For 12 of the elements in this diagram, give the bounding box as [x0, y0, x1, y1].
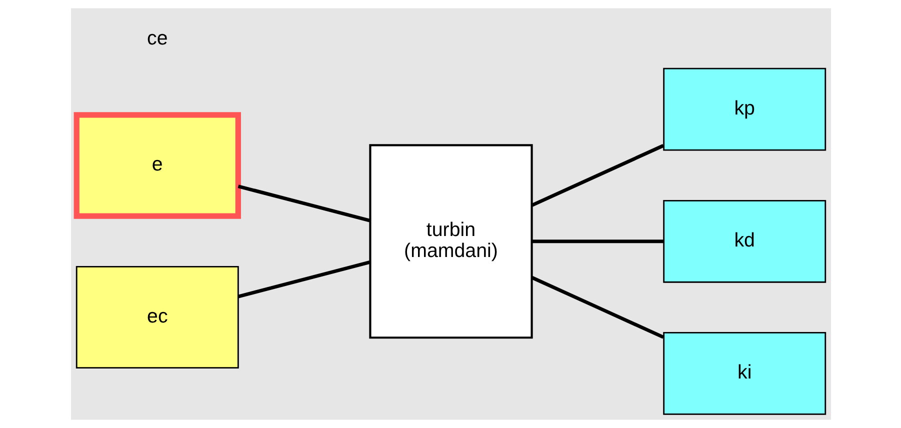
node-box: turbin (mamdani): [368, 144, 532, 339]
node-box: kd: [662, 200, 826, 283]
connector: [530, 144, 664, 207]
node-box: e: [73, 112, 240, 219]
connector: [530, 276, 664, 339]
connector: [237, 260, 370, 298]
node-box: ki: [662, 332, 826, 415]
node-box: kp: [662, 68, 826, 151]
node-box: ec: [75, 266, 238, 369]
connector: [531, 240, 663, 244]
connector: [237, 184, 370, 222]
label: ce: [146, 27, 168, 50]
